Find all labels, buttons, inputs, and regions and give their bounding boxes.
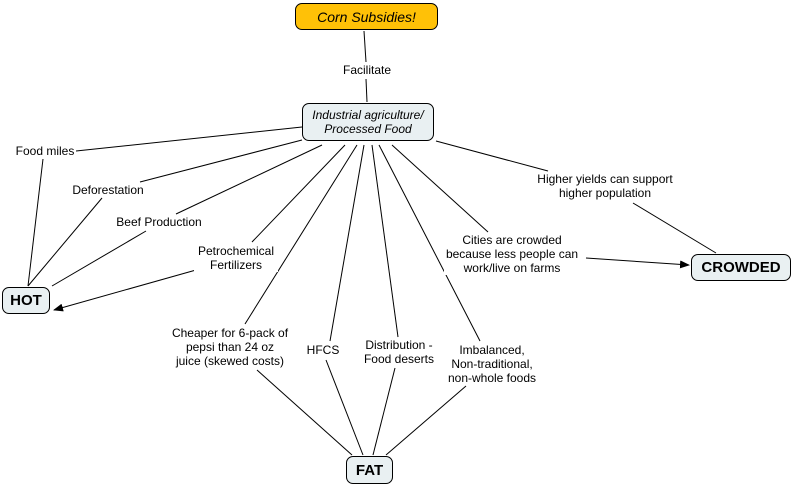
node-industrial-agriculture-label: Industrial agriculture/ Processed Food (312, 108, 424, 136)
link-label-petrochemical-fertilizers[interactable]: Petrochemical Fertilizers (194, 244, 278, 272)
link-label-beef-production[interactable]: Beef Production (114, 215, 204, 229)
link-label-imbalanced[interactable]: Imbalanced, Non-traditional, non-whole f… (444, 343, 540, 385)
line-deforestation-hot (27, 197, 103, 287)
node-industrial-agriculture[interactable]: Industrial agriculture/ Processed Food (302, 103, 434, 141)
line-petro-hot (53, 269, 197, 312)
line-corn-facilitate (363, 30, 367, 63)
node-crowded[interactable]: CROWDED (691, 254, 791, 281)
link-label-distribution[interactable]: Distribution - Food deserts (360, 338, 438, 366)
link-label-deforestation[interactable]: Deforestation (70, 183, 146, 197)
line-industrial-imbalanced (378, 144, 481, 342)
line-industrial-cities (391, 144, 489, 233)
node-hot-label: HOT (10, 292, 42, 309)
line-imbalanced-fat (385, 385, 467, 456)
node-corn-subsidies[interactable]: Corn Subsidies! (295, 3, 438, 30)
line-industrial-cheaper (244, 144, 358, 325)
link-label-food-miles[interactable]: Food miles (14, 144, 76, 158)
line-facilitate-industrial (365, 78, 368, 103)
line-distribution-fat (372, 367, 396, 456)
line-yields-crowded (632, 202, 717, 254)
node-fat-label: FAT (355, 461, 384, 479)
node-crowded-label: CROWDED (701, 259, 781, 276)
line-beef-hot (51, 230, 147, 287)
line-industrial-beef (175, 144, 323, 215)
line-industrial-foodmiles (75, 126, 303, 152)
link-label-higher-yields[interactable]: Higher yields can support higher populat… (532, 172, 678, 200)
link-label-cities-crowded[interactable]: Cities are crowded because less people c… (444, 233, 580, 275)
line-industrial-petro (251, 144, 346, 243)
line-industrial-hfcs (329, 144, 365, 342)
link-label-facilitate[interactable]: Facilitate (340, 63, 394, 77)
line-industrial-distribution (371, 144, 399, 338)
line-cheaper-fat (256, 369, 353, 456)
node-fat[interactable]: FAT (346, 456, 393, 484)
line-cities-crowded (585, 257, 690, 269)
line-foodmiles-hot (27, 158, 44, 287)
link-label-cheaper-pepsi[interactable]: Cheaper for 6-pack of pepsi than 24 oz j… (168, 326, 292, 368)
node-corn-subsidies-label: Corn Subsidies! (317, 8, 416, 25)
link-label-hfcs[interactable]: HFCS (304, 343, 342, 357)
line-hfcs-fat (325, 359, 364, 456)
line-industrial-yields (435, 140, 549, 172)
node-hot[interactable]: HOT (2, 287, 50, 314)
line-industrial-deforestation (139, 139, 303, 183)
